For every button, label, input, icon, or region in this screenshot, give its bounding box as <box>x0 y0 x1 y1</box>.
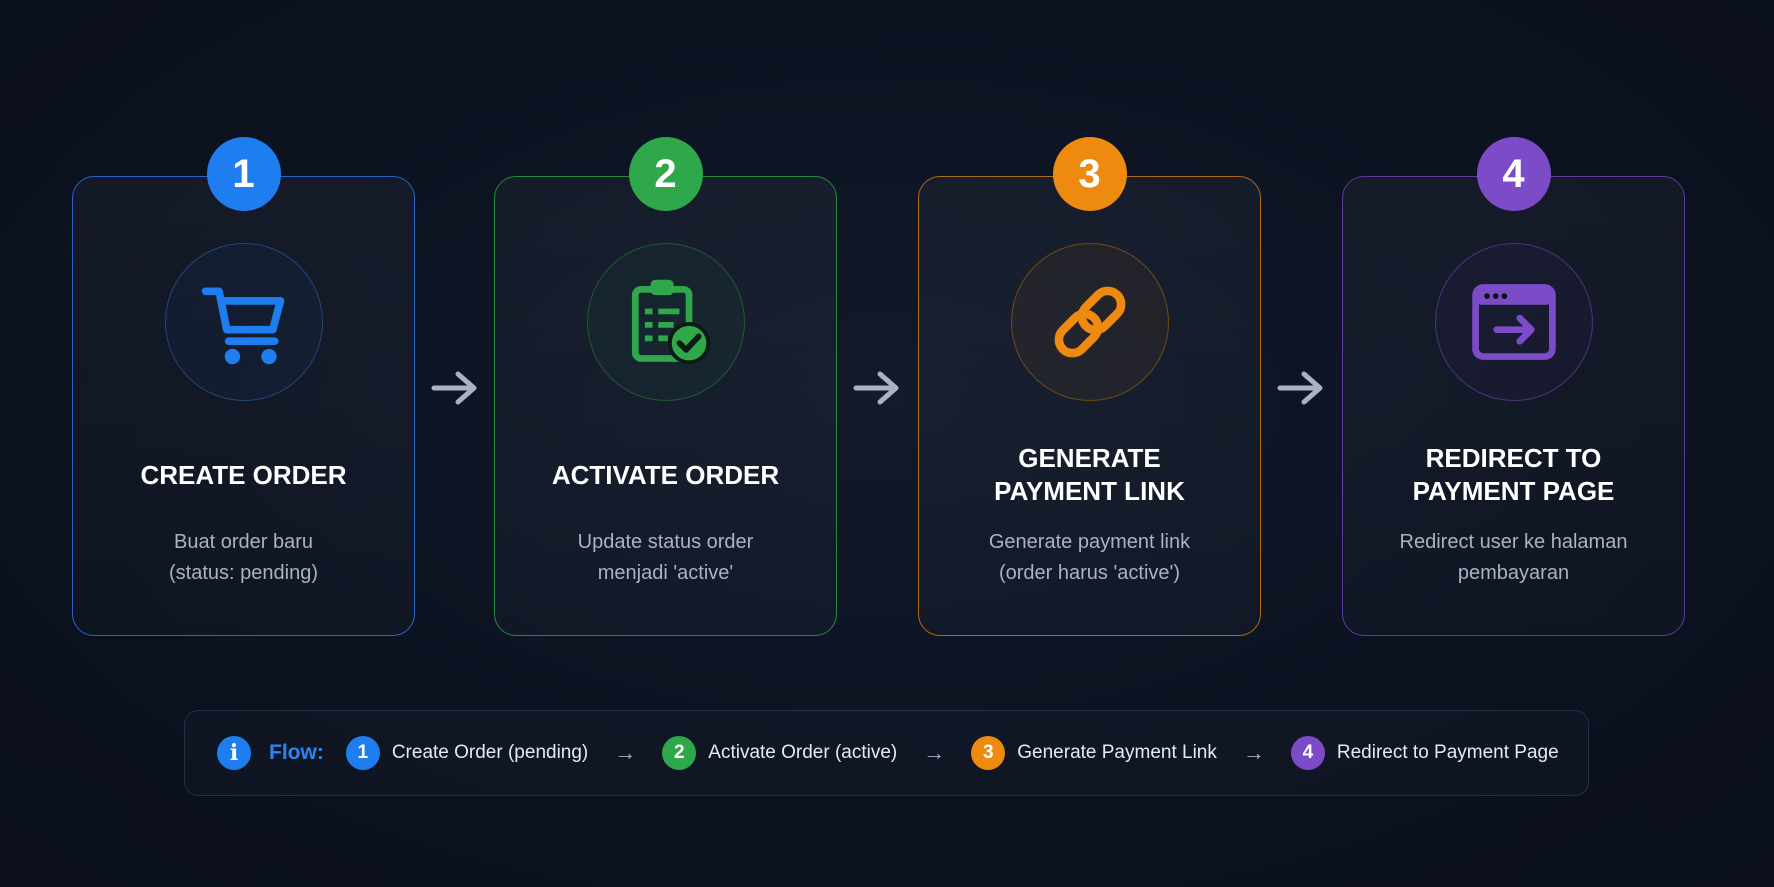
step-icon-circle <box>164 243 323 401</box>
flow-step-text: Create Order (pending) <box>391 742 589 763</box>
flow-label: Flow: <box>269 741 324 764</box>
step-number-badge: 3 <box>1052 137 1127 211</box>
flow-step-number: 3 <box>971 736 1006 770</box>
flow-step-number: 4 <box>1290 736 1325 770</box>
step-number-badge: 4 <box>1476 137 1551 211</box>
flow-step-text: Activate Order (active) <box>708 742 898 763</box>
flow-step-text: Redirect to Payment Page <box>1336 742 1559 763</box>
step-card-redirect-payment-page: 4 REDIRECT TO PAYMENT PAGE Redirect user… <box>1342 137 1685 636</box>
step-number-badge: 1 <box>206 137 281 211</box>
step-description: Update status order menjadi 'active' <box>577 531 754 584</box>
flow-step-number: 2 <box>662 736 697 770</box>
browser-redirect-icon <box>1471 284 1556 360</box>
step-description: Redirect user ke halaman pembayaran <box>1399 531 1628 584</box>
arrow-right-icon <box>852 368 902 408</box>
arrow-right-icon <box>1276 368 1326 408</box>
step-card-generate-payment-link: 3 GENERATE PAYMENT LINK Generate payment… <box>918 137 1261 636</box>
step-title: CREATE ORDER <box>140 459 347 490</box>
step-card-activate-order: 2 ACTIVATE ORDER Update status order men… <box>494 137 837 636</box>
flow-step-number: 1 <box>345 736 380 770</box>
flow-step-text: Generate Payment Link <box>1017 742 1217 763</box>
flow-arrow-icon: → <box>1242 740 1265 765</box>
flow-summary-bar: i Flow: 1 Create Order (pending) → 2 Act… <box>184 710 1589 796</box>
step-icon-circle <box>1434 243 1593 401</box>
shopping-cart-icon <box>201 287 284 365</box>
step-icon-circle <box>1010 243 1169 401</box>
step-description: Generate payment link (order harus 'acti… <box>988 531 1191 584</box>
step-title: ACTIVATE ORDER <box>551 459 780 490</box>
step-description: Buat order baru (status: pending) <box>169 531 318 584</box>
info-icon: i <box>217 736 251 770</box>
step-card-create-order: 1 CREATE ORDER Buat order baru (status: … <box>72 137 415 636</box>
step-number-badge: 2 <box>628 137 703 211</box>
step-icon-circle <box>586 243 745 401</box>
arrow-right-icon <box>430 368 480 408</box>
flow-arrow-icon: → <box>614 740 637 765</box>
flow-arrow-icon: → <box>923 740 946 765</box>
step-title: GENERATE PAYMENT LINK <box>994 443 1185 506</box>
link-icon <box>1054 286 1125 358</box>
step-title: REDIRECT TO PAYMENT PAGE <box>1412 443 1615 506</box>
clipboard-check-icon <box>631 279 710 365</box>
